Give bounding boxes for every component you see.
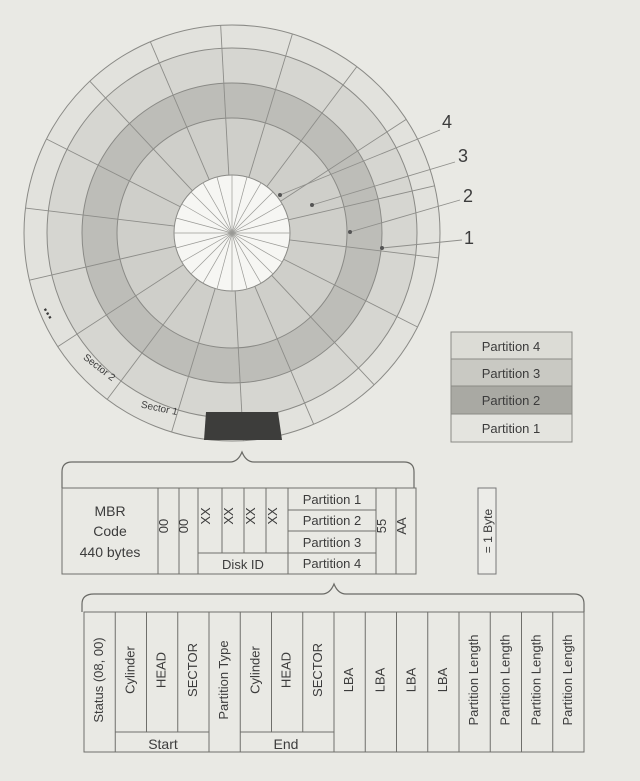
- hub-spoke: [231, 191, 274, 234]
- hub-spoke: [231, 232, 262, 284]
- entry-column-label: SECTOR: [310, 643, 325, 697]
- hub-spoke: [175, 232, 233, 249]
- hub-spoke: [231, 203, 283, 234]
- sector-divider: [25, 207, 175, 227]
- legend-partition-2: Partition 2: [482, 393, 541, 408]
- entry-column-label: SECTOR: [185, 643, 200, 697]
- hub-spoke: [190, 232, 233, 275]
- sector-divider: [57, 264, 184, 348]
- sector-divider: [220, 25, 230, 176]
- zero-cell-2: 00: [176, 519, 191, 533]
- signature-aa: AA: [394, 517, 409, 535]
- entry-column-label: Partition Length: [560, 634, 575, 725]
- legend-partition-3: Partition 3: [482, 366, 541, 381]
- sector-divider: [248, 33, 293, 178]
- sector-divider: [29, 245, 176, 281]
- hub-spoke: [202, 182, 233, 234]
- zero-cell-1: 00: [156, 519, 171, 533]
- byte-key: = 1 Byte: [477, 487, 497, 575]
- sector-divider: [106, 279, 198, 400]
- callout-3: 3: [458, 146, 468, 166]
- sector-divider: [283, 258, 418, 328]
- hub-spoke: [231, 232, 289, 249]
- entry-column-label: Status (08, 00): [91, 637, 106, 722]
- mbr-partition-3: Partition 3: [303, 535, 362, 550]
- callout-1: 1: [464, 228, 474, 248]
- entry-column-label: Cylinder: [247, 645, 262, 693]
- end-group-label: End: [274, 736, 299, 752]
- mbr-partition-1: Partition 1: [303, 492, 362, 507]
- entry-column-label: Partition Length: [529, 634, 544, 725]
- entry-column-label: Partition Type: [216, 640, 231, 719]
- disk-id-cell-2: XX: [221, 507, 236, 525]
- sector-divider: [149, 41, 210, 180]
- sector-divider: [254, 286, 315, 425]
- disk-platter: [23, 24, 441, 442]
- entry-column-label: Partition Length: [497, 634, 512, 725]
- mbr-code-line-3: 440 bytes: [80, 544, 141, 560]
- sector-divider: [288, 185, 435, 221]
- sector-divider: [46, 138, 181, 208]
- hub-spoke: [190, 191, 233, 234]
- partition-entry-table: [83, 611, 585, 753]
- byte-key-label: = 1 Byte: [481, 509, 495, 554]
- hub-spoke: [175, 217, 233, 234]
- start-group-label: Start: [148, 736, 178, 752]
- sector-divider: [280, 118, 407, 202]
- callout-4: 4: [442, 112, 452, 132]
- entry-column-label: Cylinder: [122, 645, 137, 693]
- hub-spoke: [202, 232, 233, 284]
- sector-divider: [289, 239, 439, 259]
- hub-spoke: [231, 232, 274, 275]
- mbr-partition-4: Partition 4: [303, 556, 362, 571]
- entry-column-label: HEAD: [279, 652, 294, 688]
- entry-column-label: HEAD: [154, 652, 169, 688]
- hub-spoke: [181, 203, 233, 234]
- sector-divider: [271, 275, 375, 386]
- hub-spoke: [181, 232, 233, 263]
- legend-partition-1: Partition 1: [482, 421, 541, 436]
- entry-column-label: LBA: [435, 667, 450, 692]
- entry-column-label: LBA: [404, 667, 419, 692]
- hub-spoke: [216, 176, 233, 234]
- callout-lines: [279, 129, 463, 249]
- partition-legend: Partition 4 Partition 3 Partition 2 Part…: [450, 331, 573, 443]
- mbr-brace: [61, 450, 415, 488]
- entry-column-label: LBA: [341, 667, 356, 692]
- disk-id-label: Disk ID: [222, 557, 264, 572]
- hub-spoke: [231, 217, 289, 234]
- mbr-table: [61, 487, 417, 575]
- sector-divider: [266, 66, 358, 187]
- mbr-sector-highlight: [204, 412, 282, 440]
- hub-spoke: [216, 232, 233, 290]
- disk-id-cell-3: XX: [243, 507, 258, 525]
- sector-divider: [171, 288, 216, 433]
- mbr-partition-2: Partition 2: [303, 513, 362, 528]
- disk-id-cell-4: XX: [265, 507, 280, 525]
- hub-spoke: [231, 232, 248, 290]
- disk-id-cell-1: XX: [198, 507, 213, 525]
- entry-column-label: LBA: [372, 667, 387, 692]
- callout-2: 2: [463, 186, 473, 206]
- signature-55: 55: [374, 519, 389, 533]
- hub-spoke: [231, 182, 262, 234]
- mbr-code-line-1: MBR: [94, 503, 125, 519]
- legend-partition-4: Partition 4: [482, 339, 541, 354]
- hub-spoke: [231, 232, 283, 263]
- hub-spoke: [231, 176, 248, 234]
- entry-column-label: Partition Length: [466, 634, 481, 725]
- sector-divider: [89, 80, 193, 191]
- mbr-code-line-2: Code: [93, 523, 127, 539]
- entry-brace: [81, 582, 585, 612]
